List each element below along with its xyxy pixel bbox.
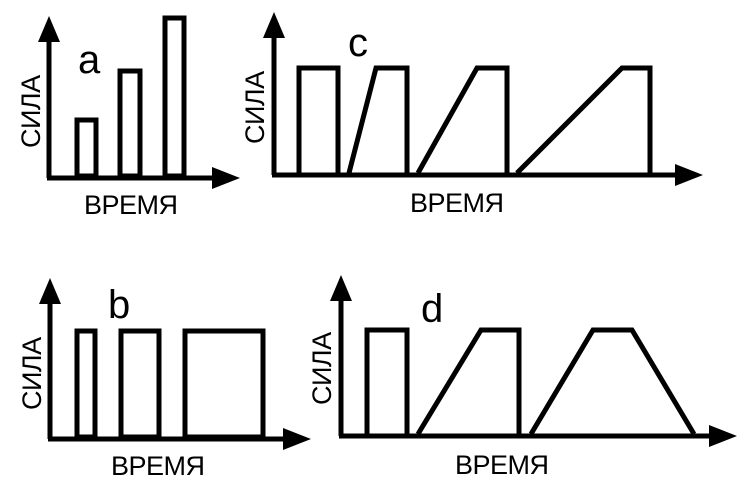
panel-d: d СИЛА ВРЕМЯ [307, 275, 737, 480]
panel-a-y-label: СИЛА [16, 75, 46, 148]
panel-a-bar-tall [162, 15, 187, 179]
panel-b-y-label: СИЛА [17, 337, 47, 410]
panel-c-y-arrow-icon [263, 12, 285, 38]
panel-b-pulse-wide [182, 328, 266, 440]
panel-c-pulse-medium-ramp [415, 65, 510, 175]
panel-a-bar-short [74, 117, 99, 179]
panel-a-x-arrow-icon [212, 167, 240, 189]
panel-d-x-label: ВРЕМЯ [455, 450, 549, 480]
panel-b-pulse-medium [118, 328, 162, 440]
panel-c-pulse-steep-ramp [346, 65, 410, 174]
panel-c: c СИЛА ВРЕМЯ [240, 12, 703, 218]
panel-c-x-label: ВРЕМЯ [410, 188, 504, 218]
panel-c-pulse-slow-ramp [515, 65, 653, 175]
panel-b-letter: b [108, 283, 130, 327]
panel-d-pulse-trapezoid [528, 327, 697, 436]
panel-a-letter: a [78, 38, 101, 82]
panel-d-y-arrow-icon [330, 275, 352, 301]
panel-a-x-label: ВРЕМЯ [84, 190, 178, 220]
panel-d-pulse-rectangle [364, 327, 410, 434]
panel-b-y-arrow-icon [39, 278, 61, 304]
panel-d-x-arrow-icon [709, 425, 737, 447]
panel-c-x-arrow-icon [675, 164, 703, 186]
panel-d-y-label: СИЛА [307, 332, 337, 405]
panel-a: a СИЛА ВРЕМЯ [16, 15, 240, 220]
panel-c-pulse-rectangle [296, 65, 341, 173]
panel-b-x-arrow-icon [283, 428, 311, 450]
panel-a-bar-medium [117, 68, 143, 179]
panel-d-letter: d [421, 287, 443, 331]
panel-d-pulse-ramp-up [415, 327, 522, 436]
panel-c-y-label: СИЛА [240, 71, 270, 144]
panel-b: b СИЛА ВРЕМЯ [17, 278, 311, 481]
panel-b-x-label: ВРЕМЯ [111, 451, 205, 481]
panel-c-letter: c [348, 21, 368, 65]
panel-a-y-arrow-icon [38, 16, 60, 42]
panel-b-pulse-narrow [74, 328, 98, 440]
